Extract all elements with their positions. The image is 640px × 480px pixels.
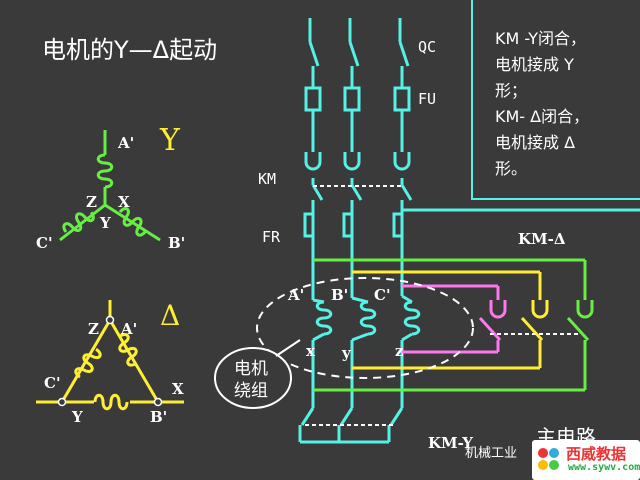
callout-line-1: 电机 xyxy=(234,359,268,379)
delta-green-wires xyxy=(313,258,594,392)
brand-name: 西威教据 xyxy=(566,445,627,463)
delta-nodes xyxy=(57,315,163,407)
delta-label-y: Y xyxy=(71,408,83,426)
star-coil-right xyxy=(114,205,151,239)
terminal-z: z xyxy=(395,342,404,360)
phase-lines xyxy=(298,18,640,444)
star-label-a: A' xyxy=(117,134,134,152)
callout-line-2: 绕组 xyxy=(234,381,268,401)
terminal-a: A' xyxy=(287,286,304,304)
star-label-y: Y xyxy=(99,214,111,232)
brand-dots-icon xyxy=(538,448,560,472)
page-title: 电机的Y—Δ起动 xyxy=(42,36,217,64)
note-line-3: 形； xyxy=(495,81,528,100)
note-line-5: 电机接成 Δ xyxy=(495,133,576,152)
star-symbol: Y xyxy=(159,123,181,158)
delta-symbol: Δ xyxy=(160,299,180,332)
label-fu: FU xyxy=(418,90,436,108)
winding-callout xyxy=(214,277,474,409)
label-km-delta: KM-Δ xyxy=(518,230,566,248)
brand-logo: 西威教据 www.sywv.com xyxy=(532,440,640,480)
note-line-2: 电机接成 Y xyxy=(495,55,574,74)
delta-coil-bottom xyxy=(93,393,130,411)
delta-label-x: X xyxy=(172,380,184,398)
brand-url: www.sywv.com xyxy=(568,462,640,473)
delta-yellow-wires xyxy=(352,270,549,370)
note-line-4: KM- Δ闭合， xyxy=(495,107,590,126)
star-label-x: X xyxy=(118,193,130,211)
delta-label-z: Z xyxy=(88,320,99,338)
delta-label-b: B' xyxy=(150,408,167,426)
delta-label-a: A' xyxy=(120,320,137,338)
label-km: KM xyxy=(258,170,276,188)
terminal-b: B' xyxy=(331,286,348,304)
label-km-y: KM-Y xyxy=(428,434,473,452)
star-label-z: Z xyxy=(86,193,97,211)
delta-label-c: C' xyxy=(44,374,61,392)
star-label-c: C' xyxy=(36,234,53,252)
label-qc: QC xyxy=(418,38,436,56)
label-fr: FR xyxy=(262,228,281,246)
terminal-c: C' xyxy=(374,286,391,304)
note-line-1: KM -Y闭合， xyxy=(495,29,587,48)
explanation-note: KM -Y闭合， 电机接成 Y 形； KM- Δ闭合， 电机接成 Δ 形。 xyxy=(471,0,640,200)
note-line-6: 形。 xyxy=(495,159,528,178)
terminal-x: x xyxy=(306,342,316,360)
delta-pink-wires xyxy=(402,284,507,354)
star-label-b: B' xyxy=(168,234,185,252)
terminal-y: y xyxy=(341,344,352,362)
watermark-text: 机械工业 xyxy=(465,446,518,461)
linkage-lines xyxy=(305,185,402,426)
delta-coil-left xyxy=(72,344,104,382)
